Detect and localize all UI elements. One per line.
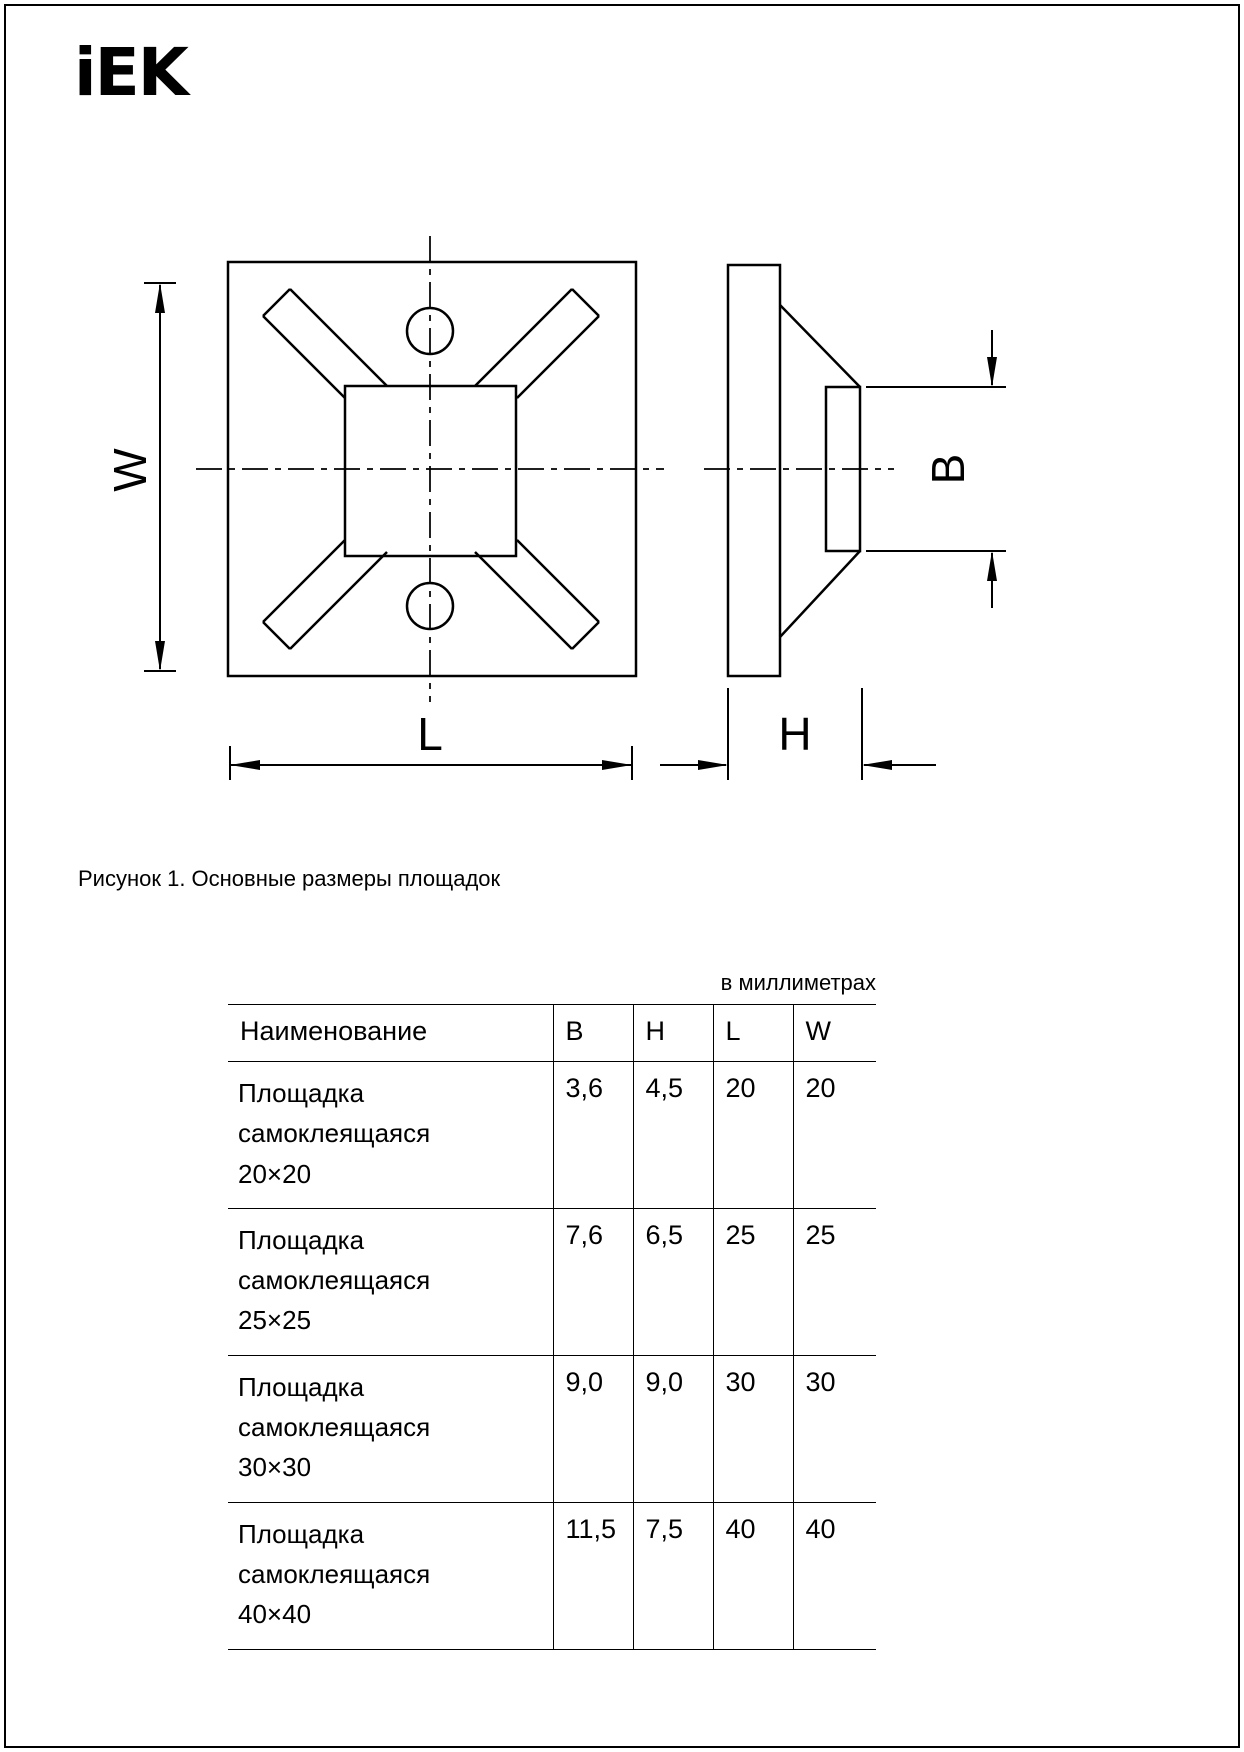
side-view: [726, 263, 862, 678]
col-header-name: Наименование: [228, 1004, 553, 1062]
value-w: 30: [792, 1354, 876, 1503]
iek-logo: iEK: [74, 34, 189, 111]
front-view: [226, 260, 638, 678]
slot-bottom-right: [474, 539, 600, 650]
value-l: 40: [712, 1501, 793, 1650]
slot-top-right: [474, 288, 600, 399]
value-h: 9,0: [632, 1354, 713, 1503]
figure-caption: Рисунок 1. Основные размеры площадок: [78, 866, 501, 891]
slot-top-left: [262, 288, 388, 399]
dimension-l: [229, 746, 633, 780]
table-row: Площадка самоклеящаяся 25×25 7,6 6,5 25 …: [228, 1207, 876, 1356]
arrowhead-left: [862, 760, 892, 770]
dimension-w: [144, 282, 176, 672]
arrowhead-up: [987, 551, 997, 581]
dim-label-h: H: [778, 708, 811, 760]
units-note: в миллиметрах: [720, 970, 876, 995]
value-h: 6,5: [632, 1207, 713, 1356]
table-row: Площадка самоклеящаяся 30×30 9,0 9,0 30 …: [228, 1354, 876, 1503]
dimension-b: [866, 330, 1006, 608]
arrowhead-right: [602, 760, 632, 770]
slot-bottom-left: [262, 539, 388, 650]
arrowhead-down: [987, 357, 997, 387]
product-name: Площадка самоклеящаяся 20×20: [228, 1061, 553, 1209]
table-row: Площадка самоклеящаяся 40×40 11,5 7,5 40…: [228, 1501, 876, 1650]
value-b: 7,6: [552, 1207, 633, 1356]
value-l: 25: [712, 1207, 793, 1356]
value-l: 20: [712, 1061, 793, 1209]
arrowhead-up: [155, 283, 165, 313]
table-row: Площадка самоклеящаяся 20×20 3,6 4,5 20 …: [228, 1061, 876, 1209]
table-header-row: Наименование B H L W: [228, 1004, 876, 1062]
dimensions-table: Наименование B H L W Площадка самоклеяща…: [228, 1004, 876, 1650]
col-header-l: L: [712, 1004, 793, 1062]
value-h: 7,5: [632, 1501, 713, 1650]
dimension-h: [660, 688, 936, 780]
col-header-h: H: [632, 1004, 713, 1062]
value-w: 25: [792, 1207, 876, 1356]
value-l: 30: [712, 1354, 793, 1503]
arrowhead-left: [230, 760, 260, 770]
col-header-w: W: [792, 1004, 876, 1062]
product-name: Площадка самоклеящаяся 25×25: [228, 1207, 553, 1356]
center-lines: [196, 236, 894, 702]
dim-label-b: B: [922, 454, 974, 485]
arrowhead-right: [698, 760, 728, 770]
technical-drawing: W L H B: [104, 236, 1006, 780]
col-header-b: B: [552, 1004, 633, 1062]
product-name: Площадка самоклеящаяся 30×30: [228, 1354, 553, 1503]
product-name: Площадка самоклеящаяся 40×40: [228, 1501, 553, 1650]
value-h: 4,5: [632, 1061, 713, 1209]
value-b: 3,6: [552, 1061, 633, 1209]
value-b: 9,0: [552, 1354, 633, 1503]
value-w: 20: [792, 1061, 876, 1209]
dim-label-l: L: [417, 708, 443, 760]
arrowhead-down: [155, 641, 165, 671]
dim-label-w: W: [104, 448, 156, 492]
value-b: 11,5: [552, 1501, 633, 1650]
value-w: 40: [792, 1501, 876, 1650]
